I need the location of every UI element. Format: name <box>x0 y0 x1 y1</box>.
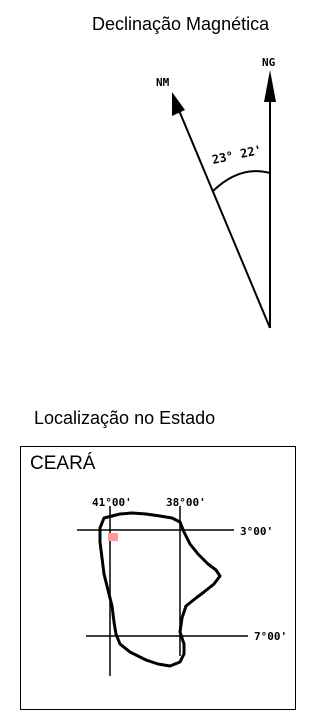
latitude-label-3: 3°00' <box>240 525 273 538</box>
longitude-label-38: 38°00' <box>166 496 206 509</box>
location-marker <box>108 533 118 541</box>
magnetic-north-arrowhead <box>172 92 185 116</box>
location-title: Localização no Estado <box>34 408 216 428</box>
latitude-label-7: 7°00' <box>254 630 287 643</box>
state-name: CEARÁ <box>30 453 96 474</box>
longitude-label-41: 41°00' <box>92 496 132 509</box>
declination-title: Declinação Magnética <box>92 14 270 34</box>
geographic-north-label: NG <box>262 56 276 69</box>
location-map: 41°00' 38°00' 3°00' 7°00' <box>77 496 287 676</box>
magnetic-north-line <box>177 107 271 329</box>
geographic-north-arrowhead <box>264 70 276 102</box>
declination-angle-label: 23° 22' <box>211 143 263 167</box>
location-map-frame <box>20 446 296 710</box>
declination-diagram: NG NM 23° 22' <box>156 56 276 329</box>
declination-angle-arc <box>212 170 271 192</box>
magnetic-north-label: NM <box>156 76 170 89</box>
state-outline <box>98 511 222 668</box>
